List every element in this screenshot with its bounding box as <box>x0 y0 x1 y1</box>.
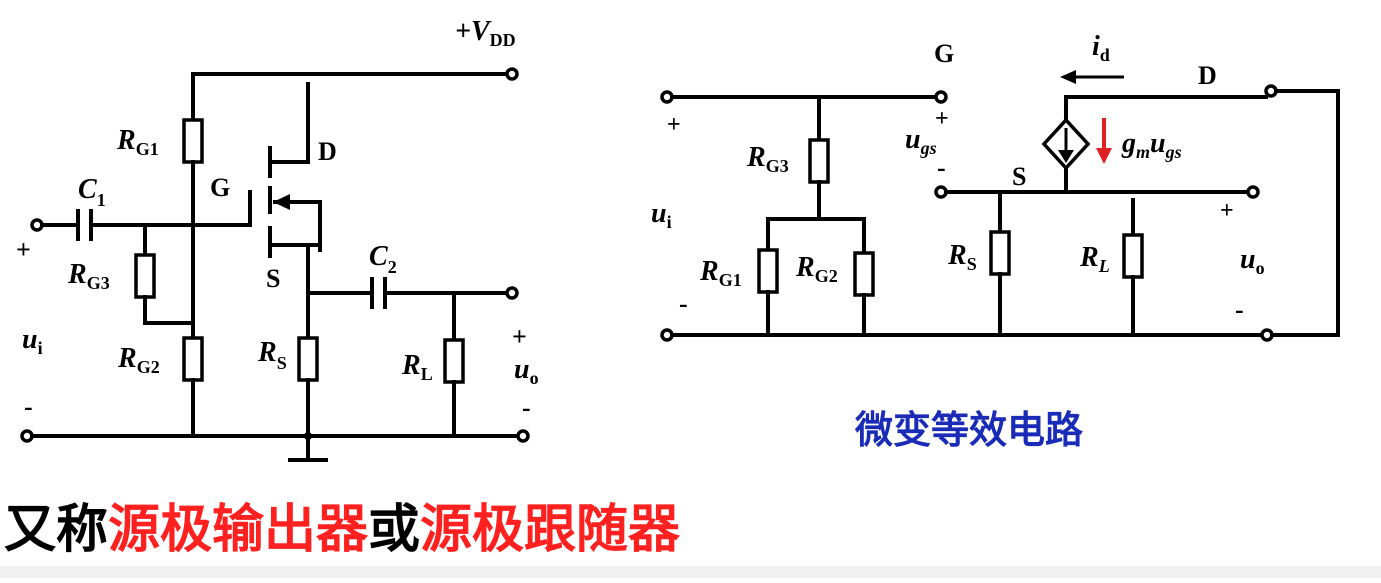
gm-red-arrow-icon <box>1096 148 1112 164</box>
eq-rs-resistor <box>989 230 1011 276</box>
rs-label: RS <box>257 337 287 373</box>
rl-resistor <box>443 338 465 384</box>
body-arrow-icon <box>273 194 290 210</box>
eq-input-plus-sign: + <box>667 112 681 138</box>
eq-output-plus-sign: + <box>1220 198 1234 224</box>
id-arrow-icon <box>1060 70 1076 84</box>
gate-label: G <box>210 173 230 202</box>
eq-rg2-label: RG2 <box>795 252 838 286</box>
eq-input-minus-sign: - <box>679 289 688 318</box>
eq-drain-label: D <box>1198 61 1217 90</box>
rl-label: RL <box>401 350 433 384</box>
current-source-arrow-icon <box>1058 150 1074 163</box>
rg2-resistor <box>182 336 204 382</box>
caption-part-4: 源极跟随器 <box>420 500 681 560</box>
output-terminal <box>505 286 519 300</box>
input-plus-sign: + <box>16 235 31 264</box>
rg3-resistor <box>134 253 156 299</box>
eq-rg3-resistor <box>808 138 830 184</box>
equivalent-circuit-title: 微变等效电路 <box>855 408 1084 452</box>
rs-resistor <box>297 336 319 382</box>
eq-rl-resistor <box>1122 233 1144 279</box>
rg2-label: RG2 <box>117 343 160 377</box>
eq-output-minus-sign: - <box>1235 295 1244 324</box>
small-signal-equivalent-circuit: G D S id gmugs ugs + - RG3 RG1 RG2 RS RL… <box>651 31 1340 342</box>
caption-part-2: 源极输出器 <box>108 500 369 560</box>
eq-gate-terminal <box>934 90 948 104</box>
eq-input-voltage-label: ui <box>651 198 672 232</box>
input-voltage-label: ui <box>22 324 43 358</box>
eq-output-voltage-label: uo <box>1240 244 1265 278</box>
c2-label: C2 <box>369 241 397 277</box>
eq-rg3-label: RG3 <box>746 142 789 176</box>
gm-ugs-label: gmugs <box>1121 128 1182 162</box>
output-minus-sign: - <box>522 393 531 422</box>
ugs-label: ugs <box>905 124 937 158</box>
eq-gate-label: G <box>934 39 954 68</box>
ugs-minus-sign: - <box>937 153 946 182</box>
caption-part-1: 又称 <box>4 500 109 560</box>
source-label: S <box>266 264 280 293</box>
c1-label: C1 <box>78 174 106 210</box>
common-drain-amplifier-circuit: +VDD RG1 RG3 RG2 RS RL C1 C2 G D S ui uo… <box>16 16 539 462</box>
ground-terminal-right <box>516 429 530 443</box>
rg1-label: RG1 <box>116 125 159 159</box>
ugs-plus-sign: + <box>935 106 949 132</box>
caption-part-3: 或 <box>368 500 421 560</box>
eq-rg1-label: RG1 <box>699 256 742 290</box>
eq-output-terminal <box>1246 185 1260 199</box>
rg3-label: RG3 <box>67 259 110 293</box>
eq-rs-label: RS <box>947 240 977 274</box>
vdd-label: +VDD <box>455 16 516 50</box>
eq-rl-label: RL <box>1079 242 1110 276</box>
drain-label: D <box>318 137 337 166</box>
vdd-terminal <box>505 67 519 81</box>
eq-rg1-resistor <box>757 248 779 294</box>
output-voltage-label: uo <box>514 354 539 388</box>
rg1-resistor <box>182 118 204 164</box>
eq-rg2-resistor <box>853 251 875 297</box>
input-minus-sign: - <box>24 392 33 421</box>
caption: 又称源极输出器或源极跟随器 <box>0 495 764 565</box>
bottom-bar <box>0 566 1381 578</box>
id-label: id <box>1092 31 1110 65</box>
eq-source-label: S <box>1012 162 1026 191</box>
output-plus-sign: + <box>512 322 527 351</box>
